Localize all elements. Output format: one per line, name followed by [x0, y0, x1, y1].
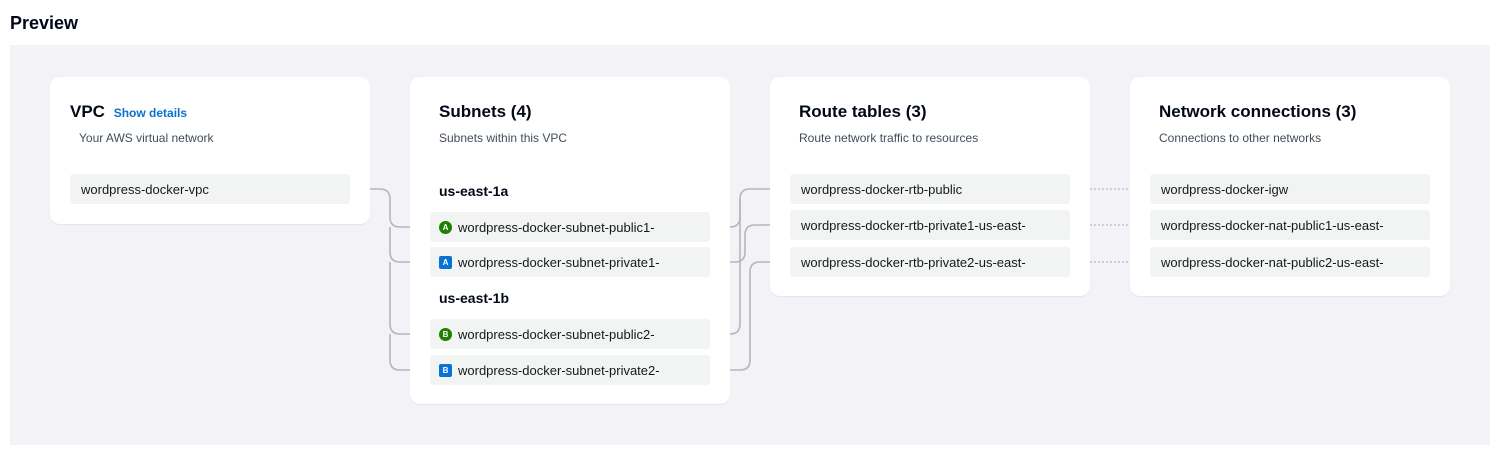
route-tables-title: Route tables (3): [799, 102, 927, 121]
vpc-description: Your AWS virtual network: [79, 131, 214, 145]
subnet-private1-node[interactable]: A wordpress-docker-subnet-private1-: [430, 247, 710, 277]
subnet-private2-node[interactable]: B wordpress-docker-subnet-private2-: [430, 355, 710, 385]
route-table-node[interactable]: wordpress-docker-rtb-private2-us-east-: [790, 247, 1070, 277]
public-subnet-badge-icon: B: [439, 327, 452, 341]
page-title: Preview: [10, 13, 79, 33]
subnet-name: wordpress-docker-subnet-private2-: [458, 362, 660, 378]
network-connections-title: Network connections (3): [1159, 102, 1357, 121]
subnet-public2-node[interactable]: B wordpress-docker-subnet-public2-: [430, 319, 710, 349]
network-connection-node[interactable]: wordpress-docker-nat-public2-us-east-: [1150, 247, 1430, 277]
vpc-node[interactable]: wordpress-docker-vpc: [70, 174, 350, 204]
subnet-public1-node[interactable]: A wordpress-docker-subnet-public1-: [430, 212, 710, 242]
route-tables-description: Route network traffic to resources: [799, 131, 979, 145]
subnets-title: Subnets (4): [439, 102, 532, 121]
vpc-card: VPC Show details Your AWS virtual networ…: [50, 77, 370, 224]
route-table-node[interactable]: wordpress-docker-rtb-public: [790, 174, 1070, 204]
subnet-name: wordpress-docker-subnet-private1-: [458, 254, 660, 270]
subnets-card: Subnets (4) Subnets within this VPC us-e…: [410, 77, 730, 404]
show-details-link[interactable]: Show details: [113, 106, 188, 120]
vpc-card-title: VPC Show details: [70, 102, 187, 122]
network-connection-node[interactable]: wordpress-docker-nat-public1-us-east-: [1150, 210, 1430, 240]
network-connections-description: Connections to other networks: [1159, 131, 1322, 145]
az-label-us-east-1b: us-east-1b: [439, 290, 510, 306]
network-connection-node[interactable]: wordpress-docker-igw: [1150, 174, 1430, 204]
subnets-description: Subnets within this VPC: [439, 131, 568, 145]
private-subnet-badge-icon: B: [439, 363, 452, 377]
private-subnet-badge-icon: A: [439, 255, 452, 269]
az-label-us-east-1a: us-east-1a: [439, 183, 509, 199]
route-tables-card: Route tables (3) Route network traffic t…: [770, 77, 1090, 296]
route-table-node[interactable]: wordpress-docker-rtb-private1-us-east-: [790, 210, 1070, 240]
network-connections-card: Network connections (3) Connections to o…: [1130, 77, 1450, 296]
subnet-name: wordpress-docker-subnet-public1-: [458, 219, 655, 235]
vpc-title: VPC: [70, 102, 105, 121]
public-subnet-badge-icon: A: [439, 220, 452, 234]
subnet-name: wordpress-docker-subnet-public2-: [458, 326, 655, 342]
